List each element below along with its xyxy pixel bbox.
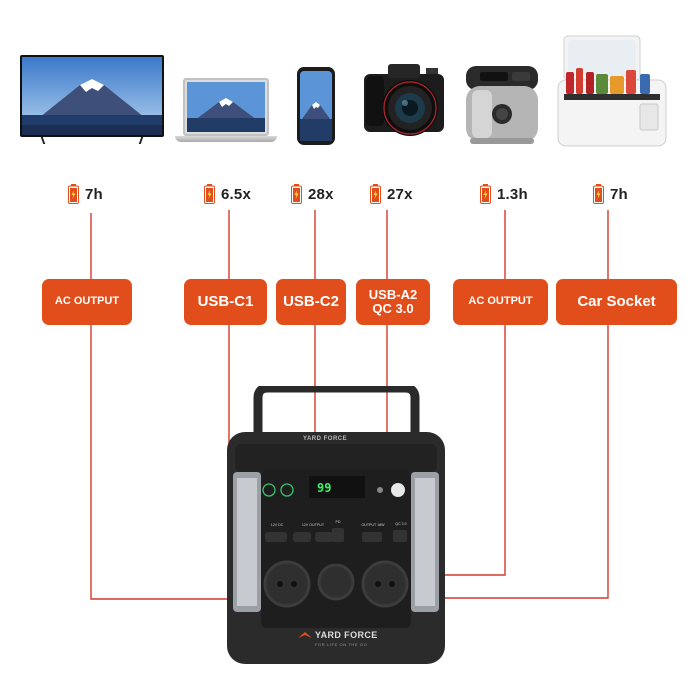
battery-icon <box>593 184 604 204</box>
laptop-image <box>175 78 277 148</box>
wire-tv <box>90 213 287 600</box>
smartphone-image <box>297 67 335 145</box>
runtime-camera: 27x <box>370 182 413 206</box>
runtime-smartphone: 28x <box>291 182 334 206</box>
station-tagline: FOR LIFE ON THE GO <box>315 642 368 647</box>
runtime-tv: 7h <box>68 182 103 206</box>
runtime-value: 6.5x <box>221 185 251 203</box>
station-display: 99 <box>317 481 332 495</box>
label-usb-a2: USB-A2 <box>368 287 418 303</box>
port-label-12v-dc: 12V DC <box>270 523 284 527</box>
battery-icon <box>370 184 381 204</box>
runtime-rice-cooker: 1.3h <box>480 182 528 206</box>
port-label-output-18w: OUTPUT 18W <box>361 523 385 527</box>
tv-image <box>20 55 164 145</box>
runtime-value: 7h <box>610 185 628 203</box>
label-ac-output-1: AC OUTPUT <box>42 279 132 325</box>
battery-icon <box>291 184 302 204</box>
port-label-12v-output: 12V OUTPUT <box>301 523 325 527</box>
battery-icon <box>480 184 491 204</box>
runtime-value: 27x <box>387 185 413 203</box>
power-station-image: YARD FORCE 99 12V DC 12V OUTPUT PD OUTPU… <box>225 383 447 668</box>
label-qc3: QC 3.0 <box>372 301 414 316</box>
label-usb-c1: USB-C1 <box>184 279 267 325</box>
station-brand-bottom: YARD FORCE <box>315 630 378 640</box>
station-brand-top: YARD FORCE <box>303 436 348 442</box>
cool-box-image <box>556 34 668 150</box>
runtime-value: 28x <box>308 185 334 203</box>
battery-icon <box>68 184 79 204</box>
label-usb-a2-qc: USB-A2 QC 3.0 <box>356 279 430 325</box>
runtime-cool-box: 7h <box>593 182 628 206</box>
runtime-value: 1.3h <box>497 185 528 203</box>
port-label-pd: PD <box>335 520 341 524</box>
battery-icon <box>204 184 215 204</box>
rice-cooker-image <box>462 58 542 148</box>
runtime-value: 7h <box>85 185 103 203</box>
label-usb-c2: USB-C2 <box>276 279 346 325</box>
port-label-qc3: QC 3.0 <box>395 522 407 526</box>
camera-image <box>360 56 450 146</box>
label-ac-output-2: AC OUTPUT <box>453 279 548 325</box>
label-car-socket: Car Socket <box>556 279 677 325</box>
runtime-laptop: 6.5x <box>204 182 251 206</box>
